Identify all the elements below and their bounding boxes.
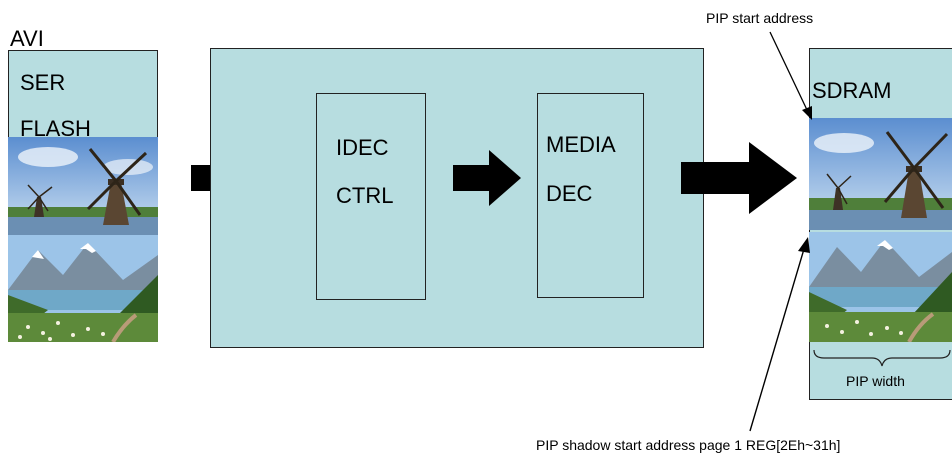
- windmill-image-sdram: [809, 118, 952, 230]
- pip-width-label: PIP width: [846, 373, 905, 389]
- arrow-idec-to-media: [453, 150, 521, 206]
- pip-width-brace: [813, 349, 951, 367]
- pip-shadow-address-label: PIP shadow start address page 1 REG[2Eh~…: [536, 437, 841, 453]
- pip-start-address-label: PIP start address: [706, 10, 814, 26]
- ctrl-label: CTRL: [336, 183, 394, 208]
- idec-ctrl-block: [316, 93, 426, 300]
- source-box: [8, 50, 158, 150]
- media-dec-block: [537, 93, 644, 298]
- avi-label: AVI: [10, 26, 44, 51]
- idec-label: IDEC: [336, 135, 389, 160]
- windmill-image-source: [8, 137, 158, 235]
- pip-shadow-pointer: [749, 237, 810, 432]
- arrow-media-to-sdram: [681, 142, 797, 214]
- media-label: MEDIA: [546, 132, 616, 157]
- flash-label: FLASH: [20, 116, 91, 141]
- sdram-label: SDRAM: [812, 78, 892, 103]
- pip-start-pointer: [769, 31, 812, 120]
- ser-label: SER: [20, 70, 66, 95]
- mountain-image-source: [8, 235, 158, 342]
- mountain-image-sdram: [809, 232, 952, 342]
- dec-label: DEC: [546, 181, 593, 206]
